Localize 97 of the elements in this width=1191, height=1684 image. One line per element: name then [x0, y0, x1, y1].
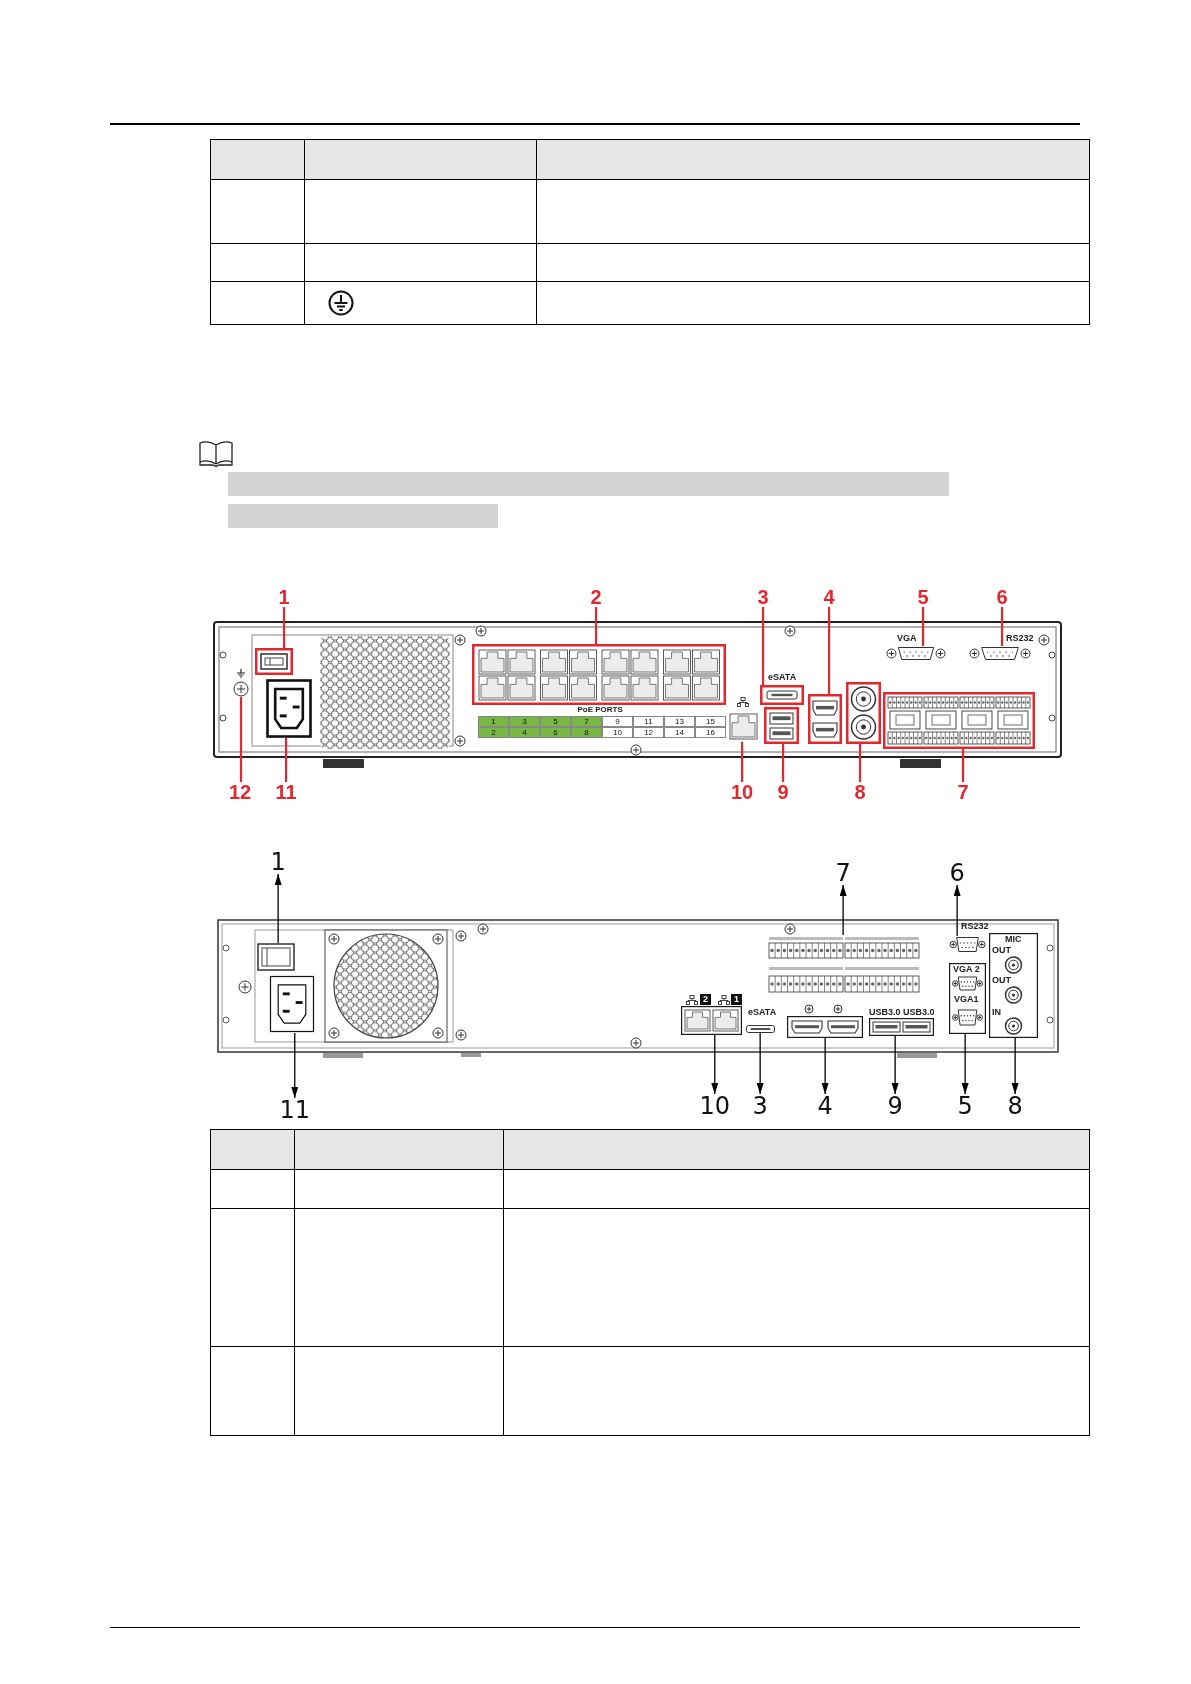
leader-line	[921, 607, 925, 646]
callout-number: 3	[752, 1094, 768, 1118]
network-ports	[681, 1006, 742, 1035]
leader-line	[282, 607, 286, 648]
vga-ports	[949, 963, 986, 1034]
leader-line	[1011, 1037, 1019, 1095]
port-number-label: 10	[602, 727, 633, 738]
callout-number: 9	[777, 782, 789, 802]
port-number-label: 5	[540, 716, 571, 727]
leader-line	[961, 749, 965, 782]
connector-label: VGA 2	[953, 965, 980, 974]
ground-screw	[233, 681, 249, 697]
port-number-label: 2	[478, 727, 509, 738]
esata-port	[760, 685, 804, 705]
connector-label: eSATA	[768, 673, 797, 682]
terminal-block	[883, 692, 1035, 749]
power-socket	[269, 975, 315, 1033]
callout-number: 3	[757, 587, 769, 607]
port-number-label: 14	[664, 727, 695, 738]
leader-line	[239, 697, 243, 782]
leader-line	[858, 744, 862, 782]
callout-number: 5	[917, 587, 929, 607]
hdmi-ports	[808, 694, 842, 744]
connector-label: USB3.0	[869, 1008, 901, 1017]
serial-port	[949, 936, 986, 953]
callout-number: 6	[996, 587, 1008, 607]
jack-connectors	[846, 682, 881, 744]
vga-port	[886, 646, 946, 661]
ethernet-port-block	[472, 644, 726, 705]
connector-label: IN	[992, 1008, 1001, 1017]
hdmi-ports	[787, 1016, 863, 1038]
connector-label: VGA1	[954, 995, 979, 1004]
callout-number: 7	[835, 861, 851, 885]
port-number-label: 7	[571, 716, 602, 727]
callout-number: 11	[275, 782, 297, 802]
leader-line	[711, 1034, 719, 1095]
connector-label: MIC	[1005, 935, 1022, 944]
port-number-label: 4	[509, 727, 540, 738]
leader-line	[821, 1037, 829, 1095]
connector-label: VGA	[897, 634, 917, 643]
network-port	[727, 711, 760, 742]
leader-line	[1000, 607, 1004, 646]
port-number-label: 16	[695, 727, 726, 738]
port-number-label: 15	[695, 716, 726, 727]
callout-number: 6	[949, 861, 965, 885]
power-switch	[255, 648, 293, 675]
leader-line	[891, 1035, 899, 1095]
port-number-tag: 1	[731, 994, 742, 1005]
callout-number: 7	[957, 782, 969, 802]
usb-ports	[764, 707, 799, 744]
leader-line	[781, 744, 785, 782]
jack-connectors	[989, 933, 1038, 1038]
connector-label: RS232	[961, 922, 989, 931]
callout-number: 2	[590, 587, 602, 607]
leader-line	[741, 742, 744, 782]
leader-line	[291, 1032, 299, 1099]
callout-number: 10	[731, 782, 754, 802]
port-number-label: 9	[602, 716, 633, 727]
callout-number: 5	[957, 1094, 973, 1118]
port-number-label: 11	[633, 716, 664, 727]
connector-label: OUT	[992, 946, 1011, 955]
leader-line	[827, 607, 831, 694]
port-number-label: 6	[540, 727, 571, 738]
port-number-label: 8	[571, 727, 602, 738]
callout-number: 1	[270, 850, 286, 874]
callout-number: 8	[1007, 1094, 1023, 1118]
callout-number: 11	[279, 1098, 311, 1122]
connector-label: USB3.0	[903, 1008, 935, 1017]
callout-number: 1	[278, 587, 290, 607]
leader-line	[756, 1032, 764, 1095]
port-number-label: 1	[478, 716, 509, 727]
serial-port	[969, 646, 1031, 661]
callout-number: 10	[699, 1094, 731, 1118]
terminal-block	[768, 935, 920, 996]
connector-label: eSATA	[748, 1008, 777, 1017]
leader-line	[274, 873, 282, 944]
leader-line	[761, 607, 765, 685]
leader-line	[961, 1033, 969, 1095]
callout-number: 4	[823, 587, 835, 607]
leader-line	[953, 884, 961, 937]
callout-number: 9	[887, 1094, 903, 1118]
leader-line	[594, 607, 598, 644]
usb-ports	[869, 1018, 934, 1036]
esata-port	[746, 1025, 775, 1033]
connector-label: OUT	[992, 976, 1011, 985]
port-number-label: 12	[633, 727, 664, 738]
leader-line	[284, 738, 288, 782]
port-number-label: 3	[509, 716, 540, 727]
port-number-tag: 2	[700, 994, 711, 1005]
power-switch	[257, 943, 295, 971]
power-socket	[266, 679, 312, 738]
callout-number: 4	[817, 1094, 833, 1118]
port-number-label: 13	[664, 716, 695, 727]
connector-label: RS232	[1006, 634, 1034, 643]
leader-line	[839, 884, 847, 936]
callout-number: 12	[229, 782, 252, 802]
callout-number: 8	[854, 782, 866, 802]
